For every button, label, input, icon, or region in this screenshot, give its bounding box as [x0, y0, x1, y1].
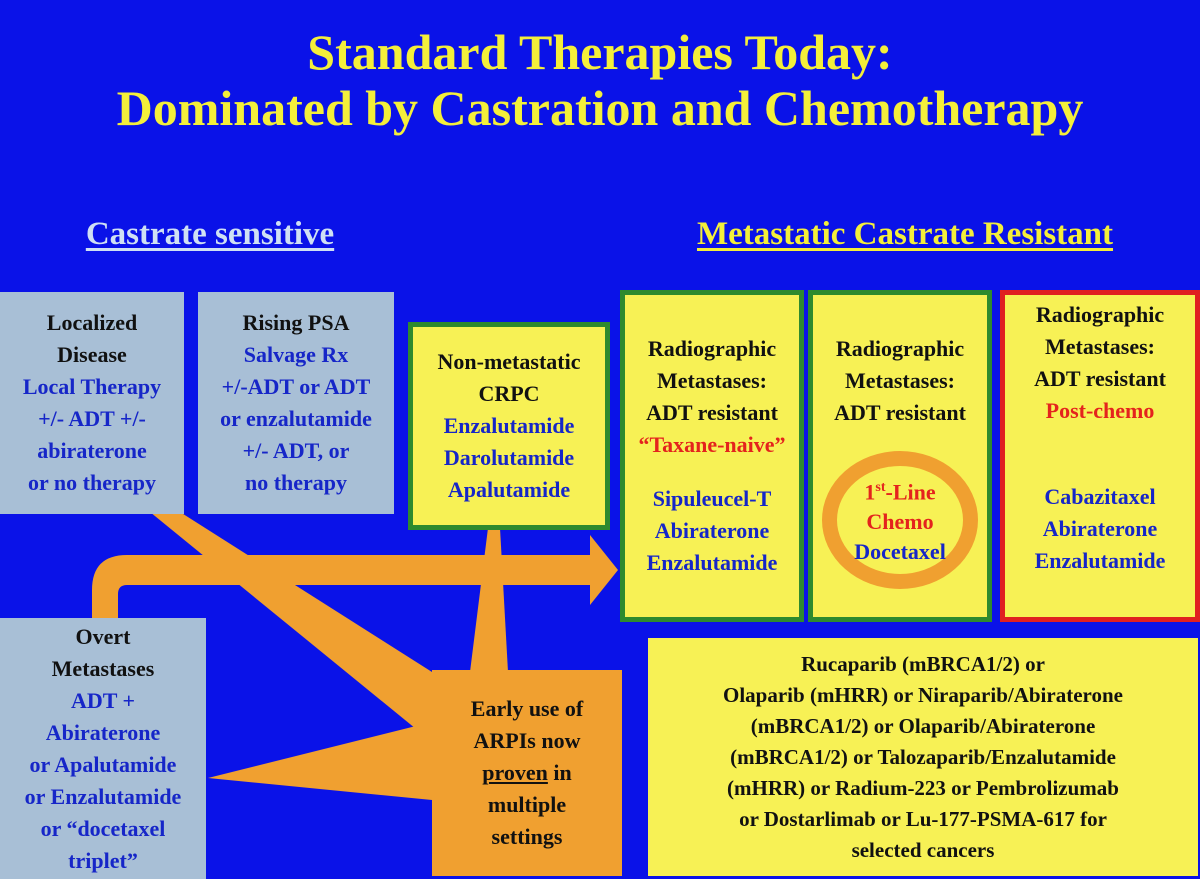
arpi-line-4: multiple	[487, 792, 567, 817]
taxane-title-2: Metastases:	[657, 368, 767, 393]
callout-pointer-nmcrpc	[470, 528, 508, 672]
taxane-title-1: Radiographic	[647, 336, 777, 361]
firstline-title-2: Metastases:	[845, 368, 955, 393]
arpi-line-3: proven in	[482, 760, 572, 785]
rising-line-5: no therapy	[244, 470, 348, 495]
overt-line-1: ADT +	[70, 687, 136, 713]
callout-early-arpis: Early use of ARPIs now proven in multipl…	[432, 670, 622, 876]
firstline-drug-1: Docetaxel	[854, 539, 946, 565]
firstline-title-1: Radiographic	[835, 336, 965, 361]
firstline-chemo-label-1: 1st-Line	[864, 479, 936, 505]
arpi-line-2: ARPIs now	[473, 728, 581, 753]
post-chemo-tag: Post-chemo	[1045, 398, 1155, 423]
box-post-chemo: Radiographic Metastases: ADT resistant P…	[1000, 290, 1200, 622]
box-selected-cancer-therapies: Rucaparib (mBRCA1/2) or Olaparib (mHRR) …	[648, 638, 1198, 876]
overt-line-3: or Apalutamide	[29, 751, 177, 777]
arpi-line-1: Early use of	[470, 696, 584, 721]
localized-line-1: Local Therapy	[22, 374, 162, 399]
firstline-chemo-label-2: Chemo	[866, 509, 934, 535]
box-non-metastatic-crpc: Non-metastatic CRPC Enzalutamide Darolut…	[408, 322, 610, 530]
parp-line-3: (mBRCA1/2) or Olaparib/Abiraterone	[750, 713, 1096, 738]
localized-line-3: abiraterone	[37, 438, 147, 463]
parp-line-2: Olaparib (mHRR) or Niraparib/Abiraterone	[723, 682, 1123, 707]
localized-title-2: Disease	[57, 342, 127, 367]
overt-title-2: Metastases	[51, 655, 155, 681]
rising-line-4: +/- ADT, or	[242, 438, 350, 463]
taxane-drug-3: Enzalutamide	[646, 550, 778, 575]
overt-line-2: Abiraterone	[45, 719, 161, 745]
overt-line-5: or “docetaxel	[40, 815, 166, 841]
box-first-line-chemo: Radiographic Metastases: ADT resistant 1…	[808, 290, 992, 622]
first-line-chemo-circle: 1st-Line Chemo Docetaxel	[822, 451, 978, 589]
arpi-line-5: settings	[491, 824, 563, 849]
box-rising-psa: Rising PSA Salvage Rx +/-ADT or ADT or e…	[198, 292, 394, 514]
localized-title-1: Localized	[46, 310, 138, 335]
rising-line-2: +/-ADT or ADT	[221, 374, 371, 399]
box-taxane-naive: Radiographic Metastases: ADT resistant “…	[620, 290, 804, 622]
heading-castrate-sensitive: Castrate sensitive	[85, 216, 335, 252]
callout-pointer-localized	[150, 512, 432, 742]
nmcrpc-title-2: CRPC	[478, 381, 540, 406]
parp-line-5: (mHRR) or Radium-223 or Pembrolizumab	[727, 775, 1119, 800]
taxane-naive-tag: “Taxane-naive”	[638, 432, 786, 457]
rising-title: Rising PSA	[242, 310, 350, 335]
title-line-1: Standard Therapies Today:	[307, 24, 893, 80]
localized-line-4: or no therapy	[28, 470, 156, 495]
postchemo-drug-3: Enzalutamide	[1034, 548, 1166, 573]
heading-metastatic-castrate-resistant: Metastatic Castrate Resistant	[696, 216, 1114, 252]
firstline-title-3: ADT resistant	[834, 400, 966, 425]
nmcrpc-drug-1: Enzalutamide	[443, 413, 575, 438]
overt-line-6: triplet”	[68, 847, 138, 873]
overt-line-4: or Enzalutamide	[24, 783, 182, 809]
callout-pointer-overt	[208, 722, 432, 800]
postchemo-drug-1: Cabazitaxel	[1044, 484, 1156, 509]
postchemo-title-2: Metastases:	[1045, 334, 1155, 359]
box-localized-disease: Localized Disease Local Therapy +/- ADT …	[0, 292, 184, 514]
parp-line-1: Rucaparib (mBRCA1/2) or	[801, 651, 1045, 676]
rising-line-1: Salvage Rx	[243, 342, 349, 367]
taxane-drug-1: Sipuleucel-T	[652, 486, 772, 511]
nmcrpc-drug-2: Darolutamide	[443, 445, 575, 470]
slide-title: Standard Therapies Today: Dominated by C…	[0, 24, 1200, 136]
nmcrpc-title-1: Non-metastatic	[437, 349, 581, 374]
overt-title-1: Overt	[75, 623, 131, 649]
parp-line-7: selected cancers	[851, 837, 995, 862]
box-overt-metastases: Overt Metastases ADT + Abiraterone or Ap…	[0, 618, 206, 879]
taxane-drug-2: Abiraterone	[654, 518, 770, 543]
taxane-title-3: ADT resistant	[646, 400, 778, 425]
rising-line-3: or enzalutamide	[220, 406, 372, 431]
postchemo-drug-2: Abiraterone	[1042, 516, 1158, 541]
postchemo-title-3: ADT resistant	[1034, 366, 1166, 391]
nmcrpc-drug-3: Apalutamide	[447, 477, 571, 502]
localized-line-2: +/- ADT +/-	[38, 406, 146, 431]
parp-line-4: (mBRCA1/2) or Talozaparib/Enzalutamide	[730, 744, 1116, 769]
parp-line-6: or Dostarlimab or Lu-177-PSMA-617 for	[739, 806, 1107, 831]
arrow-to-mcrpc	[92, 535, 618, 618]
title-line-2: Dominated by Castration and Chemotherapy	[116, 80, 1084, 136]
postchemo-title-1: Radiographic	[1035, 302, 1165, 327]
